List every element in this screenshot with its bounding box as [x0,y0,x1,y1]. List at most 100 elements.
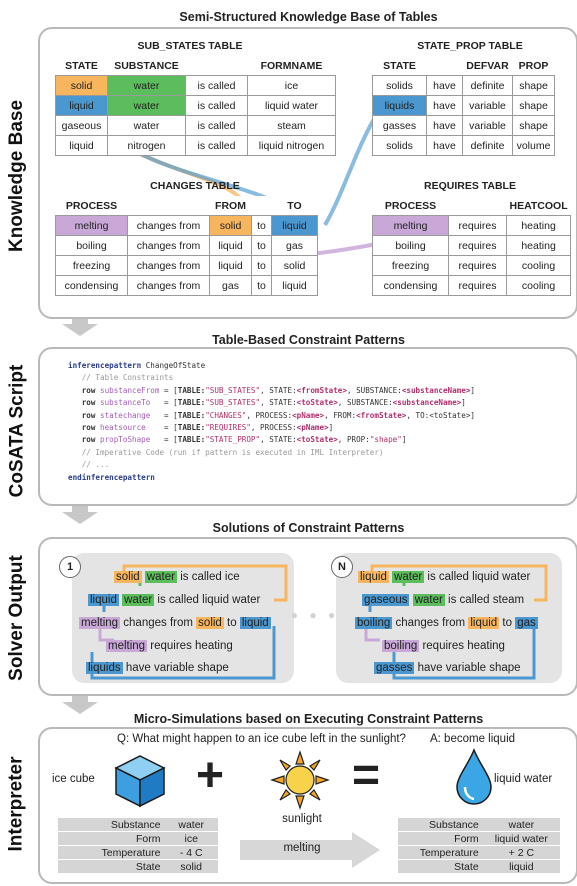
code-string: "SUB_STATES" [205,398,261,408]
highlight-state: liquids [86,662,123,674]
solution-text: changes from [123,617,193,629]
table-cell: liquid nitrogen [247,135,336,156]
sub-states-table: STATE SUBSTANCE FORMNAME solid water is … [55,56,336,156]
table-cell: shape [512,75,555,96]
table-cell: shape [512,95,555,116]
down-arrow-icon [62,694,98,714]
question-text: Q: What might happen to an ice cube left… [117,733,406,745]
table-cell: definite [462,135,513,156]
highlight-process: melting [79,617,121,629]
solution-text: have variable shape [417,662,521,674]
table-cell: volume [512,135,555,156]
code-text: , SUBSTANCE: [346,385,402,395]
table-cell: requires [448,275,507,296]
solution-text: changes from [395,617,466,629]
code-eq: = [ [150,398,178,408]
melting-arrow-label: melting [283,842,321,854]
column-header: FROM [209,196,252,216]
column-header [251,196,272,216]
code-binding: <pName> [292,410,325,420]
table-row: gaseous water is called steam [55,115,336,136]
table-row: liquid nitrogen is called liquid nitroge… [55,135,336,156]
code-eq: = [ [150,410,178,420]
code-var: propToShape [100,435,151,445]
table-cell: liquids [372,95,427,116]
code-string: "CHANGES" [205,410,247,420]
table-cell: solid [209,215,252,236]
column-header: PROCESS [372,196,449,216]
code-row-kw: row [81,398,96,408]
table-cell: liquid water [247,95,336,116]
code-binding: <pName> [296,423,329,433]
code-string: "REQUIRES" [205,423,251,433]
column-header: STATE [372,56,427,76]
solution-text: to [227,617,237,629]
solution-line: melting requires heating [106,640,233,652]
script-panel [38,347,577,506]
state-value: solid [164,859,218,874]
side-label-interp: Interpreter [6,756,27,852]
table-cell: ice [247,75,336,96]
column-header: TO [271,196,318,216]
solution-text: requires heating [150,640,233,652]
code-binding: <substanceName> [401,385,471,395]
code-text: , PROP: [337,435,370,445]
table-row: boiling requires heating [372,235,572,256]
code-binding: <toState> [296,435,338,445]
table-cell: requires [448,255,507,276]
patterns-section-title: Table-Based Constraint Patterns [212,333,405,347]
table-cell: heating [505,215,572,236]
table-cell: water [107,115,186,136]
code-comment: // Imperative Code (run if pattern is ex… [81,447,384,457]
final-state-table: Substance water Form liquid water Temper… [398,818,560,874]
solution-line: gaseous water is called steam [362,594,524,606]
table-cell: changes from [127,255,210,276]
code-text: , STATE: [260,385,297,395]
table-row: Substance water [58,818,218,832]
table-row: melting requires heating [372,215,572,236]
column-header [426,56,463,76]
solution-number-badge: N [331,556,353,578]
kb-section-title: Semi-Structured Knowledge Base of Tables [179,10,438,24]
table-cell: definite [462,75,513,96]
state-key: Form [398,831,483,846]
requires-caption: REQUIRES TABLE [424,180,516,192]
column-header [185,56,248,76]
code-var: substanceTo [100,398,151,408]
code-string: "shape" [369,435,402,445]
solution-line: liquid water is called liquid water [358,571,530,583]
code-var: heatsource [100,423,146,433]
micro-section-title: Micro-Simulations based on Executing Con… [133,712,484,726]
table-cell: is called [185,135,248,156]
code-row-kw: row [81,423,96,433]
state-key: State [398,859,483,874]
table-cell: requires [448,235,507,256]
state-prop-table: STATE DEFVAR PROP solids have definite s… [372,56,555,156]
code-key: TABLE: [177,435,206,445]
table-cell: boiling [372,235,449,256]
down-arrow-icon [62,504,98,524]
table-cell: have [426,135,463,156]
code-var: substanceFrom [100,385,160,395]
sub-states-caption: SUB_STATES TABLE [137,40,243,52]
code-row-kw: row [81,385,96,395]
state-value: liquid [482,859,560,874]
state-prop-caption: STATE_PROP TABLE [417,40,523,52]
solution-text: is called ice [180,571,240,583]
code-binding: <fromState> [356,410,407,420]
highlight-substance: water [412,594,445,606]
solution-line: solid water is called ice [114,571,240,583]
table-cell: water [107,95,186,116]
column-header [448,196,507,216]
table-row: condensing requires cooling [372,275,572,296]
table-cell: to [251,235,272,256]
table-row: Substance water [398,818,560,832]
column-header: FORMNAME [247,56,336,76]
state-key: Substance [58,818,165,832]
state-value: water [482,818,560,832]
highlight-state: liquid [358,571,389,583]
ice-cube-label: ice cube [52,773,95,785]
table-cell: nitrogen [107,135,186,156]
code-keyword: endinferencepattern [68,472,155,482]
table-cell: cooling [505,275,572,296]
